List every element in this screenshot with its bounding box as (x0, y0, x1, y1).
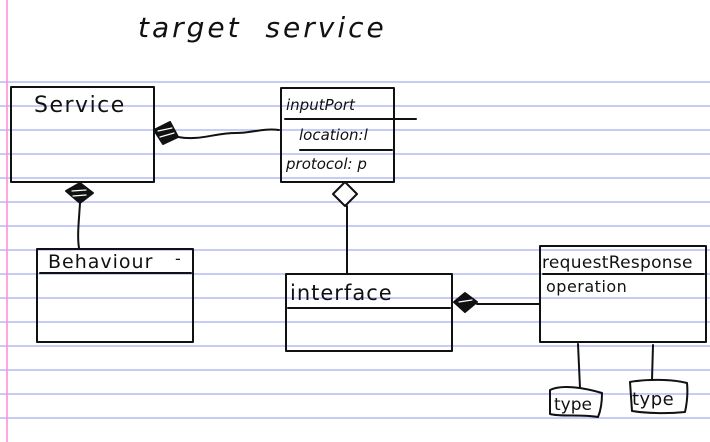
behaviour-class-name: Behaviour (48, 251, 153, 273)
type-note-box (549, 385, 603, 418)
interface-class-box (285, 273, 453, 352)
service-input-port-association (153, 121, 280, 145)
interface-class-name: interface (290, 281, 393, 305)
type-left-label: type (554, 395, 592, 415)
type-right (629, 344, 689, 415)
type-left (549, 343, 603, 418)
diagram-title: target service (138, 11, 387, 44)
service-behaviour-association (65, 182, 94, 249)
ruled-lines (0, 81, 710, 419)
input-port-attr-protocol: protocol: p (285, 155, 367, 173)
interface-operation-association (453, 292, 540, 313)
input-port-class-box (280, 87, 395, 183)
type-right-label: type (632, 389, 674, 410)
type-connector (577, 343, 581, 389)
request-response-class-box (539, 245, 707, 343)
service-class (10, 86, 155, 183)
request-response-name-line1: requestResponse (542, 253, 693, 273)
input-port-attr-location: location:l (299, 126, 369, 144)
diamond-hatch (71, 189, 87, 197)
interface-class (285, 273, 453, 352)
behaviour-class-box (36, 248, 194, 343)
association-line (177, 128, 280, 140)
request-response-name-line2: operation (546, 277, 627, 296)
request-response-class (539, 245, 707, 343)
diamond-hatch (458, 299, 473, 303)
type-connector (651, 344, 654, 381)
behaviour-class (36, 248, 194, 343)
behaviour-mark: - (175, 249, 181, 268)
aggregation-diamond (332, 181, 358, 207)
service-class-name: Service (34, 93, 126, 118)
diamond-hatch (157, 127, 175, 138)
input-port-class (280, 87, 417, 183)
service-class-box (10, 86, 155, 183)
composition-diamond (65, 182, 94, 204)
association-line (77, 202, 81, 249)
input-port-interface-aggregation (332, 181, 358, 274)
composition-diamond (453, 292, 478, 313)
type-note-box (629, 378, 689, 415)
input-port-class-name: inputPort (286, 96, 356, 114)
